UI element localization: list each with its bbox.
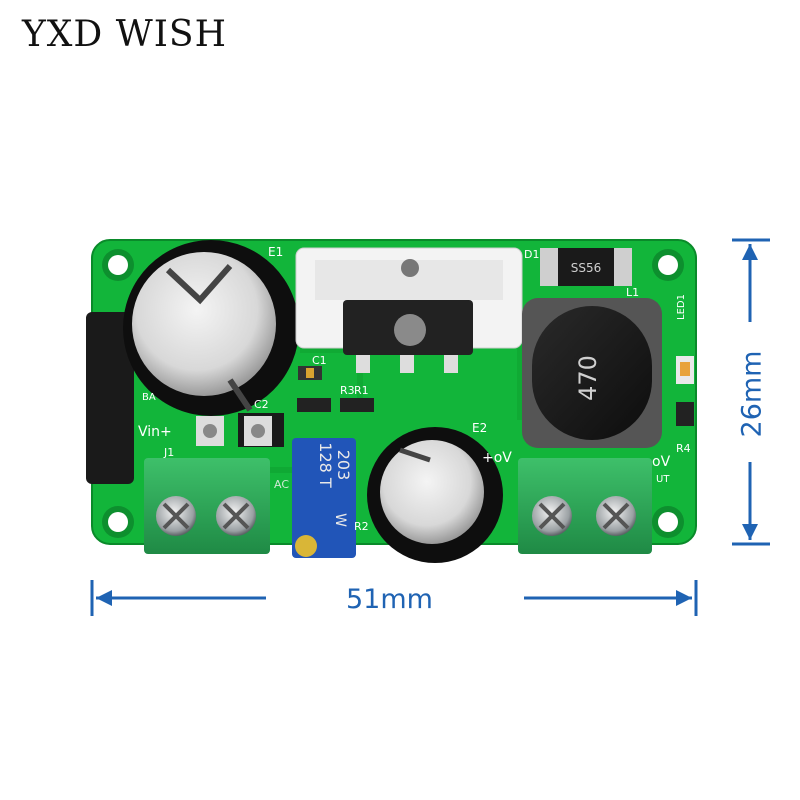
label-plus-ov: +oV [482,450,512,466]
regulator-heatsink [295,247,523,373]
trimmer-marking-1: 128 T [316,442,335,488]
width-dimension-label: 51mm [346,584,433,615]
label-ut: UT [656,474,670,485]
label-e2: E2 [472,421,487,435]
label-ba: BA [142,392,156,403]
label-led1: LED1 [676,294,687,320]
label-l1: L1 [626,286,639,299]
brand-watermark: YXD WISH [22,14,227,55]
label-e1: E1 [268,245,283,259]
label-r2: R2 [354,520,369,533]
label-j1: J1 [163,446,174,459]
capacitor-e1 [123,240,299,416]
label-vin: Vin+ [138,424,172,440]
diode-d1: SS56 [540,248,632,286]
label-r4: R4 [676,442,691,455]
label-d1: D1 [524,248,539,261]
inductor-l1: 470 [522,298,662,448]
label-r3: R3 [340,384,355,397]
trimmer-marking-2: 203 [334,450,353,481]
label-ac: AC [274,478,289,491]
terminal-block-output [518,458,652,554]
header-pins [196,416,272,446]
label-c2: C2 [254,398,269,411]
inductor-marking: 470 [574,355,602,401]
label-r1: R1 [354,384,369,397]
height-dimension [732,238,770,546]
height-dimension-label: 26mm [736,350,768,438]
mounting-holes [102,249,684,538]
bridge-rectifier [86,312,134,484]
trimmer-marking-3: W [332,513,348,527]
diode-marking: SS56 [571,261,602,275]
trimmer-potentiometer: 128 T 203 W [292,438,356,558]
capacitor-e2 [367,427,503,563]
label-c1: C1 [312,354,327,367]
width-dimension [90,580,698,616]
terminal-block-input [144,458,270,554]
label-ov: oV [652,454,671,470]
